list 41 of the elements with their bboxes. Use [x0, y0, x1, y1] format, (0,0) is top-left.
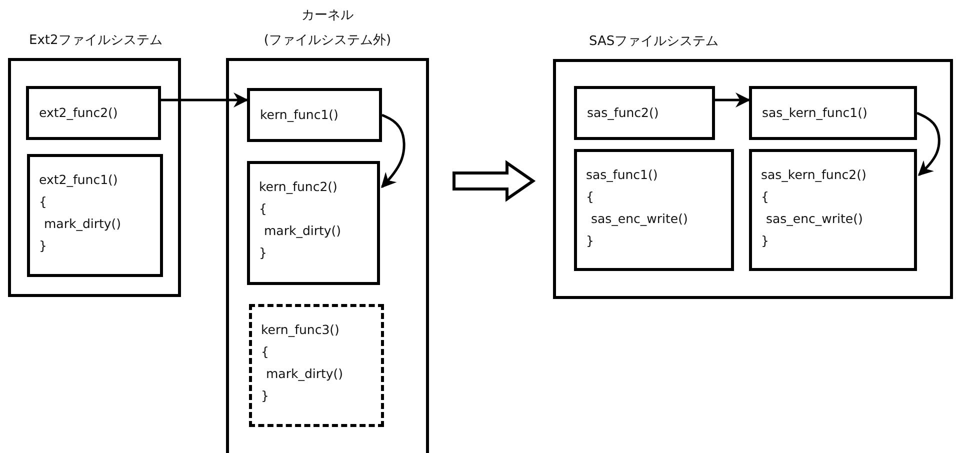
arrow: [715, 92, 750, 108]
arrow: [916, 112, 940, 176]
code-line: mark_dirty(): [263, 222, 342, 240]
function-box: [749, 86, 917, 140]
code-line: {: [586, 188, 594, 206]
code-line: sas_kern_func1(): [762, 104, 868, 122]
code-line: kern_func1(): [260, 106, 338, 124]
arrow: [161, 92, 248, 108]
function-box: [249, 304, 384, 427]
code-line: mark_dirty(): [265, 365, 344, 383]
code-line: kern_func2(): [259, 178, 338, 196]
code-line: {: [39, 193, 47, 211]
group-heading: SASファイルシステム: [589, 32, 719, 50]
code-line: {: [261, 343, 269, 361]
group-heading: カーネル (ファイルシステム外): [262, 6, 392, 50]
code-line: kern_func3(): [261, 321, 340, 339]
function-box: [574, 149, 734, 271]
function-box: [27, 154, 163, 277]
function-box: [247, 88, 382, 142]
code-line: sas_enc_write(): [590, 210, 688, 228]
code-line: sas_func1(): [586, 166, 658, 184]
code-line: sas_kern_func2(): [761, 166, 866, 184]
function-box: [247, 161, 380, 285]
function-box: [26, 86, 161, 140]
code-line: ext2_func1(): [39, 171, 118, 189]
code-line: }: [39, 237, 47, 255]
code-line: }: [261, 387, 269, 405]
code-line: ext2_func2(): [39, 104, 118, 122]
arrow: [380, 114, 406, 188]
code-line: sas_func2(): [587, 104, 659, 122]
code-line: }: [259, 244, 267, 262]
function-box: [574, 86, 715, 140]
code-line: {: [761, 188, 769, 206]
code-line: mark_dirty(): [43, 215, 122, 233]
code-line: }: [761, 232, 769, 250]
code-line: }: [586, 232, 594, 250]
code-line: sas_enc_write(): [765, 210, 863, 228]
code-line: {: [259, 200, 267, 218]
block-arrow: [452, 160, 536, 202]
group-heading: Ext2ファイルシステム: [29, 32, 162, 50]
function-box: [749, 149, 917, 271]
